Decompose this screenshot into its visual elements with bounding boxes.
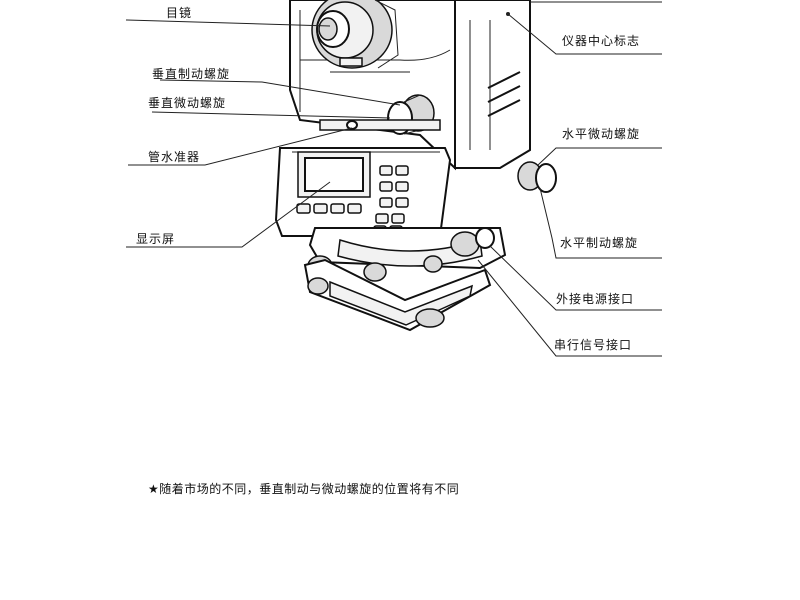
label-horizontal-tangent: 水平微动螺旋	[562, 127, 641, 141]
label-plate-level: 管水准器	[148, 150, 201, 164]
label-eyepiece: 目镜	[166, 6, 193, 20]
label-instrument-center-mark: 仪器中心标志	[562, 34, 641, 48]
leader-lines	[125, 1, 662, 357]
label-horizontal-clamp: 水平制动螺旋	[560, 236, 639, 250]
label-vertical-clamp: 垂直制动螺旋	[152, 67, 231, 81]
label-display: 显示屏	[136, 232, 176, 246]
label-external-power-port: 外接电源接口	[556, 292, 635, 306]
label-vertical-tangent: 垂直微动螺旋	[148, 96, 227, 110]
footnote: ★随着市场的不同，垂直制动与微动螺旋的位置将有不同	[148, 482, 460, 496]
label-serial-port: 串行信号接口	[554, 338, 633, 352]
instrument-drawing	[274, 0, 557, 332]
